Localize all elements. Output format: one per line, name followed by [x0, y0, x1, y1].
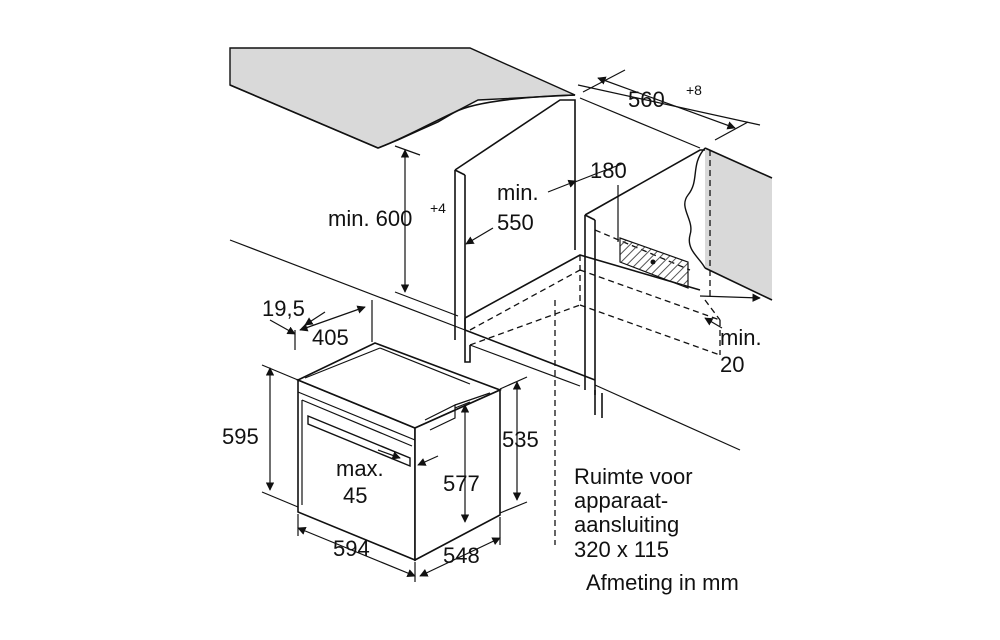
label-depth-min-line1: min. [497, 180, 539, 205]
note-units: Afmeting in mm [586, 570, 739, 595]
connection-area [617, 185, 689, 289]
note-line1: Ruimte voor [574, 464, 693, 489]
note-line2: apparaat- [574, 488, 668, 513]
label-height-min-600: min. 600 [328, 206, 412, 231]
label-width-560-tolerance: +8 [686, 82, 702, 98]
label-height-min-600-tolerance: +4 [430, 200, 446, 216]
countertop-right [684, 147, 773, 301]
label-clearance-min-line2: 20 [720, 352, 744, 377]
label-max-45-line1: max. [336, 456, 384, 481]
label-width-560: 560 [628, 87, 665, 112]
back-edge [577, 84, 761, 126]
dimension-lines [261, 69, 761, 582]
countertop-left [229, 47, 576, 149]
label-535: 535 [502, 427, 539, 452]
label-180: 180 [590, 158, 627, 183]
note-line3: aansluiting [574, 512, 679, 537]
label-clearance-min-line1: min. [720, 325, 762, 350]
label-405: 405 [312, 325, 349, 350]
label-548: 548 [443, 543, 480, 568]
label-max-45-line2: 45 [343, 483, 367, 508]
cabinet-opening [229, 97, 741, 451]
label-depth-min-line2: 550 [497, 210, 534, 235]
note-line4: 320 x 115 [574, 537, 669, 562]
label-595: 595 [222, 424, 259, 449]
label-594: 594 [333, 536, 370, 561]
label-577: 577 [443, 471, 480, 496]
oven [296, 342, 503, 562]
label-19-5: 19,5 [262, 296, 305, 321]
